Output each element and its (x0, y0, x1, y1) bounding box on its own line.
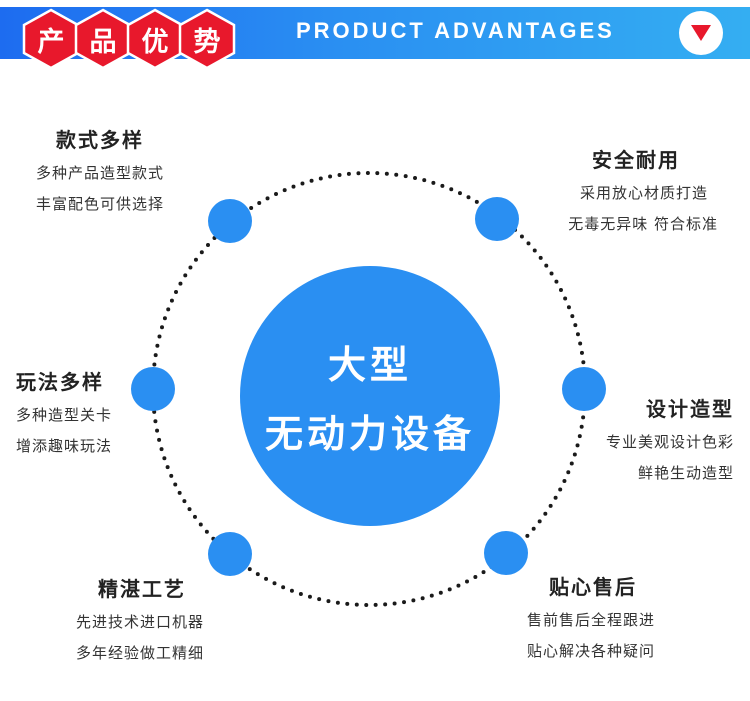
node-dot-craft (208, 532, 252, 576)
feature-line: 无毒无异味 符合标准 (568, 215, 718, 233)
node-dot-service (484, 531, 528, 575)
title-hex: 势 (178, 8, 236, 70)
feature-design: 设计造型 专业美观设计色彩 鲜艳生动造型 (606, 393, 734, 483)
feature-safety: 安全耐用 采用放心材质打造 无毒无异味 符合标准 (568, 144, 718, 234)
center-circle (240, 266, 500, 526)
title-char: 产 (37, 26, 65, 58)
section-title: 产 品 优 势 (22, 8, 236, 70)
feature-play: 玩法多样 多种造型关卡 增添趣味玩法 (16, 366, 112, 456)
feature-line: 鲜艳生动造型 (637, 464, 734, 482)
feature-line: 先进技术进口机器 (76, 613, 205, 631)
feature-line: 增添趣味玩法 (16, 437, 113, 455)
chevron-down-icon (691, 25, 711, 41)
title-hex: 产 (22, 8, 80, 70)
feature-line: 售前售后全程跟进 (527, 611, 656, 629)
center-line-2: 无动力设备 (264, 412, 475, 456)
feature-line: 采用放心材质打造 (579, 184, 708, 202)
title-char: 品 (89, 26, 117, 58)
title-char: 优 (141, 26, 169, 58)
center-label: 大型 无动力设备 (240, 266, 500, 526)
node-dot-styles (208, 199, 252, 243)
feature-line: 多年经验做工精细 (76, 644, 205, 662)
feature-craft: 精湛工艺 先进技术进口机器 多年经验做工精细 (76, 573, 204, 663)
feature-title: 精湛工艺 (98, 577, 186, 601)
section-header: 产 品 优 势 PRODUCT ADVANTAGES (0, 0, 750, 70)
feature-line: 多种造型关卡 (16, 406, 113, 424)
feature-title: 款式多样 (56, 128, 144, 152)
node-dot-safety (475, 197, 519, 241)
feature-title: 设计造型 (646, 397, 734, 421)
feature-service: 贴心售后 售前售后全程跟进 贴心解决各种疑问 (527, 571, 655, 661)
feature-styles: 款式多样 多种产品造型款式 丰富配色可供选择 (36, 124, 164, 214)
title-hex: 品 (74, 8, 132, 70)
feature-title: 安全耐用 (592, 148, 680, 172)
feature-line: 贴心解决各种疑问 (527, 642, 656, 660)
feature-title: 贴心售后 (549, 575, 637, 599)
feature-line: 专业美观设计色彩 (605, 433, 734, 451)
center-line-1: 大型 (327, 343, 412, 387)
feature-line: 丰富配色可供选择 (36, 195, 165, 213)
title-char: 势 (193, 26, 221, 58)
feature-title: 玩法多样 (16, 370, 104, 394)
node-dot-play (131, 367, 175, 411)
english-subtitle: PRODUCT ADVANTAGES (296, 18, 615, 43)
feature-line: 多种产品造型款式 (36, 164, 165, 182)
node-dot-design (562, 367, 606, 411)
scroll-down-button[interactable] (679, 11, 723, 55)
